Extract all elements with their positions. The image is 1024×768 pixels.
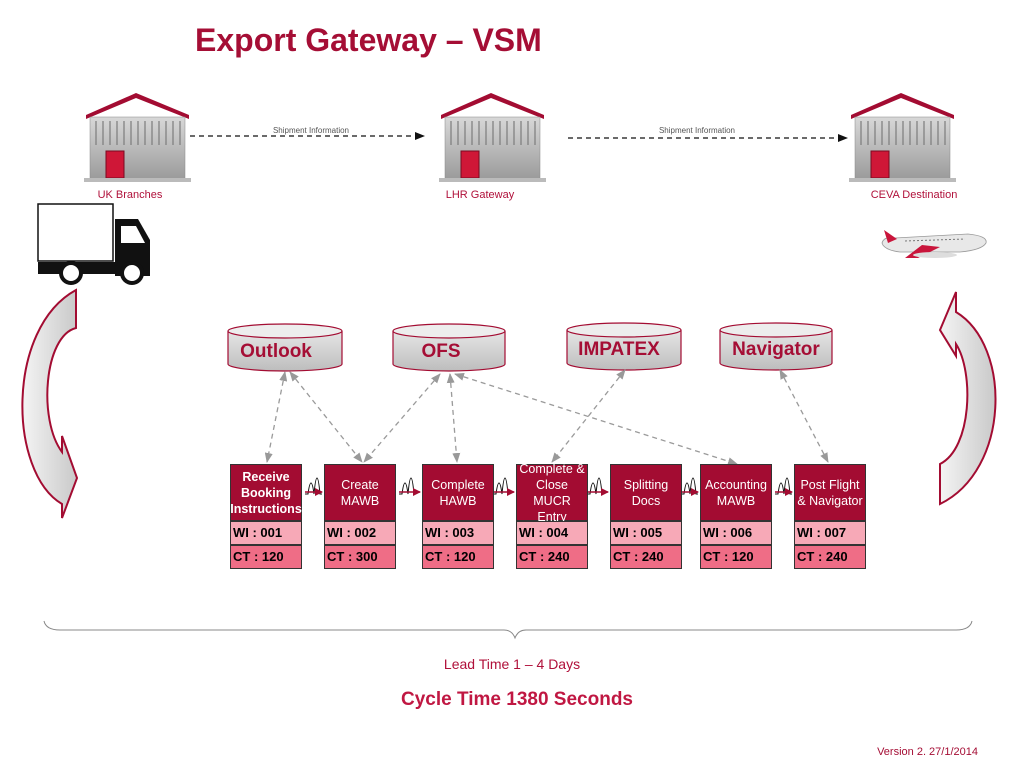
warehouse-icon xyxy=(849,93,956,182)
process-wi-value: WI : 004 xyxy=(516,521,588,545)
process-complete-close-mucr-entry: Complete & Close MUCR Entry xyxy=(516,462,588,524)
lead-time-label: Lead Time 1 – 4 Days xyxy=(443,656,581,672)
system-link xyxy=(264,371,288,463)
shipment-information-label: Shipment Information xyxy=(272,126,350,135)
system-link xyxy=(454,372,738,466)
process-wi-value: WI : 002 xyxy=(324,521,396,545)
system-link xyxy=(446,373,461,463)
system-label-ofs: OFS xyxy=(421,341,461,362)
curved-arrow-left xyxy=(21,288,79,519)
cycle-time-label: Cycle Time 1380 Seconds xyxy=(401,689,633,710)
warehouse-label-lhr-gateway: LHR Gateway xyxy=(445,189,515,201)
process-ct-value: CT : 240 xyxy=(794,545,866,569)
database-outlook xyxy=(227,323,343,372)
warehouse-icon xyxy=(84,93,191,182)
process-wi-value: WI : 005 xyxy=(610,521,682,545)
system-link xyxy=(289,371,363,463)
page-title: Export Gateway – VSM xyxy=(195,22,542,58)
process-ct-value: CT : 120 xyxy=(700,545,772,569)
system-link xyxy=(363,373,441,463)
warehouse-icon xyxy=(439,93,546,182)
system-label-impatex: IMPATEX xyxy=(578,339,660,360)
process-wi-value: WI : 001 xyxy=(230,521,302,545)
airplane-icon xyxy=(881,230,987,258)
process-receive-booking-instructions: Receive Booking Instructions xyxy=(230,464,302,521)
process-ct-value: CT : 240 xyxy=(610,545,682,569)
process-ct-value: CT : 120 xyxy=(422,545,494,569)
process-accounting-mawb: Accounting MAWB xyxy=(700,464,772,521)
system-label-outlook: Outlook xyxy=(240,341,312,362)
process-ct-value: CT : 240 xyxy=(516,545,588,569)
shipment-information-label: Shipment Information xyxy=(658,126,736,135)
process-wi-value: WI : 007 xyxy=(794,521,866,545)
system-label-navigator: Navigator xyxy=(732,339,820,360)
lead-time-brace xyxy=(43,620,973,640)
database-impatex xyxy=(566,322,682,371)
system-link xyxy=(551,369,626,463)
process-complete-hawb: Complete HAWB xyxy=(422,464,494,521)
process-wi-value: WI : 003 xyxy=(422,521,494,545)
process-connectors xyxy=(305,477,793,496)
warehouse-label-ceva-destination: CEVA Destination xyxy=(870,189,958,201)
process-ct-value: CT : 120 xyxy=(230,545,302,569)
process-splitting-docs: Splitting Docs xyxy=(610,464,682,521)
process-post-flight-navigator: Post Flight & Navigator xyxy=(794,464,866,521)
curved-arrow-right xyxy=(938,291,997,506)
version-label: Version 2. 27/1/2014 xyxy=(877,746,978,758)
process-create-mawb: Create MAWB xyxy=(324,464,396,521)
database-navigator xyxy=(719,322,833,371)
system-link xyxy=(779,369,829,463)
process-ct-value: CT : 300 xyxy=(324,545,396,569)
warehouse-label-uk-branches: UK Branches xyxy=(97,189,163,201)
process-wi-value: WI : 006 xyxy=(700,521,772,545)
database-ofs xyxy=(392,323,506,372)
truck-icon xyxy=(37,203,150,285)
